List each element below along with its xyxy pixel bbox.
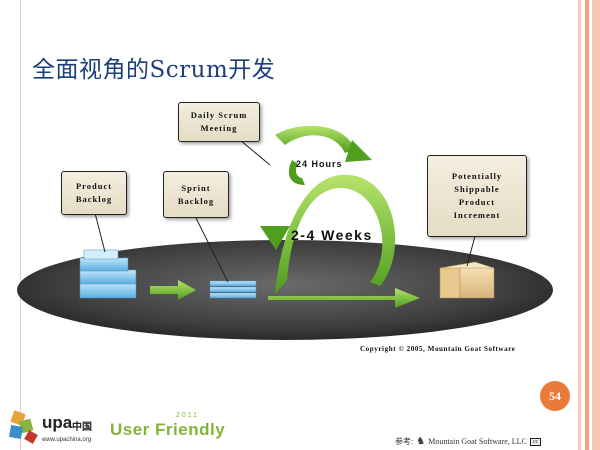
upa-logo-icon bbox=[9, 410, 38, 444]
daily-loop-arrow bbox=[275, 125, 355, 153]
sprint-cycle-loop bbox=[275, 174, 396, 294]
sprint-backlog-label: Sprint Backlog bbox=[163, 171, 229, 218]
footer-reference: 参考: ♞ Mountain Goat Software, LLC cc bbox=[395, 436, 542, 447]
user-friendly-logo: User Friendly bbox=[110, 420, 226, 439]
pointer-sprint bbox=[194, 215, 229, 283]
daily-scrum-label: Daily Scrum Meeting bbox=[178, 102, 260, 142]
sprint-cycle-arrowhead bbox=[260, 226, 290, 250]
user-friendly-year: 2011 bbox=[176, 412, 200, 419]
product-backlog-label: Product Backlog bbox=[61, 171, 127, 215]
daily-loop-lower bbox=[288, 160, 305, 185]
sprint-cycle-arrow bbox=[268, 288, 420, 308]
upa-logo-cn: 中国 bbox=[72, 422, 92, 433]
slide-title: 全面视角的Scrum开发 bbox=[32, 57, 276, 83]
slide-right-border bbox=[578, 0, 600, 450]
upa-logo-text: upa bbox=[42, 413, 73, 432]
license-badge: cc bbox=[529, 437, 542, 446]
page-number: 54 bbox=[540, 381, 570, 411]
upa-url: www.upachina.org bbox=[42, 437, 92, 443]
goat-icon: ♞ bbox=[416, 436, 426, 447]
daily-loop-arrowhead bbox=[345, 140, 372, 162]
pointer-increment bbox=[466, 235, 476, 267]
flow-arrow-1 bbox=[150, 280, 196, 300]
shipping-box bbox=[439, 261, 495, 299]
sprint-backlog-sheets bbox=[209, 280, 257, 299]
copyright-text: Copyright © 2005, Mountain Goat Software bbox=[360, 345, 516, 353]
slide-left-border bbox=[0, 0, 21, 450]
reference-label: 参考: bbox=[395, 437, 414, 446]
platform-ellipse bbox=[17, 240, 553, 340]
product-backlog-blocks bbox=[79, 249, 137, 299]
weeks-caption: 2-4 Weeks bbox=[291, 227, 373, 243]
pointer-product bbox=[94, 212, 106, 253]
hours-caption: 24 Hours bbox=[296, 159, 343, 169]
pointer-daily bbox=[239, 139, 271, 166]
reference-source: Mountain Goat Software, LLC bbox=[428, 437, 527, 446]
increment-label: Potentially Shippable Product Increment bbox=[427, 155, 527, 237]
